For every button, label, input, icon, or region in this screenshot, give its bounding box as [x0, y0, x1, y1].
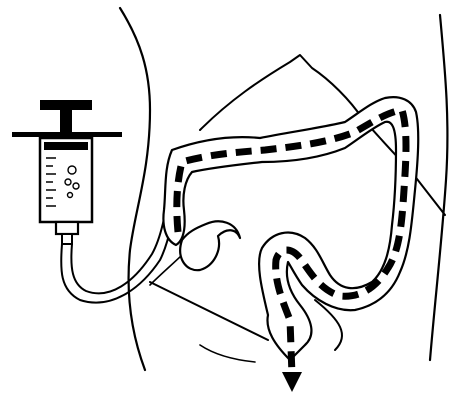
torso-right-edge: [430, 15, 447, 360]
flow-arrow: [282, 372, 302, 392]
torso-left-edge: [120, 8, 150, 370]
syringe-flange: [12, 132, 122, 137]
pelvis-left-line: [150, 282, 268, 340]
syringe-hub: [56, 222, 78, 234]
pelvis-inner-line: [200, 345, 255, 362]
syringe-plunger-head: [44, 142, 88, 150]
syringe-icon: [12, 100, 122, 244]
cecum: [180, 221, 240, 270]
syringe-tip: [62, 234, 72, 244]
